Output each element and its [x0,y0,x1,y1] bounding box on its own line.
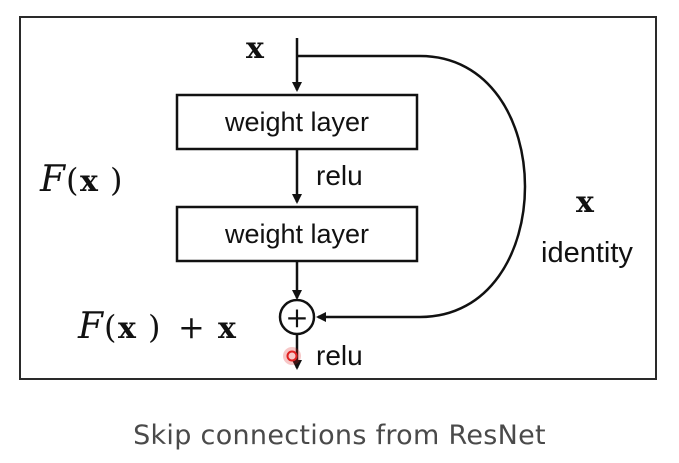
cursor-pointer-icon [283,347,301,365]
sum-close-paren: ) [148,308,160,346]
sum-script-f: F [77,306,105,347]
sum-open-paren: ( [104,308,116,346]
weight-layer-box-1 [175,93,419,151]
fx-close-paren: ) [110,161,122,199]
sum-plus: + [178,308,205,346]
sum-x2: x [218,311,237,346]
identity-label: identity [541,237,633,269]
sum-x: x [118,311,137,346]
input-x-label: x [246,31,265,66]
diagram-frame [19,16,657,380]
fx-open-paren: ( [66,161,78,199]
weight-layer-label-2: weight layer [224,219,369,249]
relu-label-2: relu [316,340,363,371]
fx-plus-x-label: F ( x ) + x [77,306,237,347]
fx-script-f: F [39,159,67,200]
fx-label: F ( x ) [39,159,122,200]
fx-x: x [80,164,99,199]
figure-caption: Skip connections from ResNet [133,420,546,451]
weight-layer-label-1: weight layer [224,107,369,137]
weight-layer-box-2 [175,205,419,263]
identity-skip-path [297,54,527,322]
identity-x-label: x [576,185,595,220]
relu-label-1: relu [316,160,363,191]
sum-plus-symbol: + [285,301,308,334]
